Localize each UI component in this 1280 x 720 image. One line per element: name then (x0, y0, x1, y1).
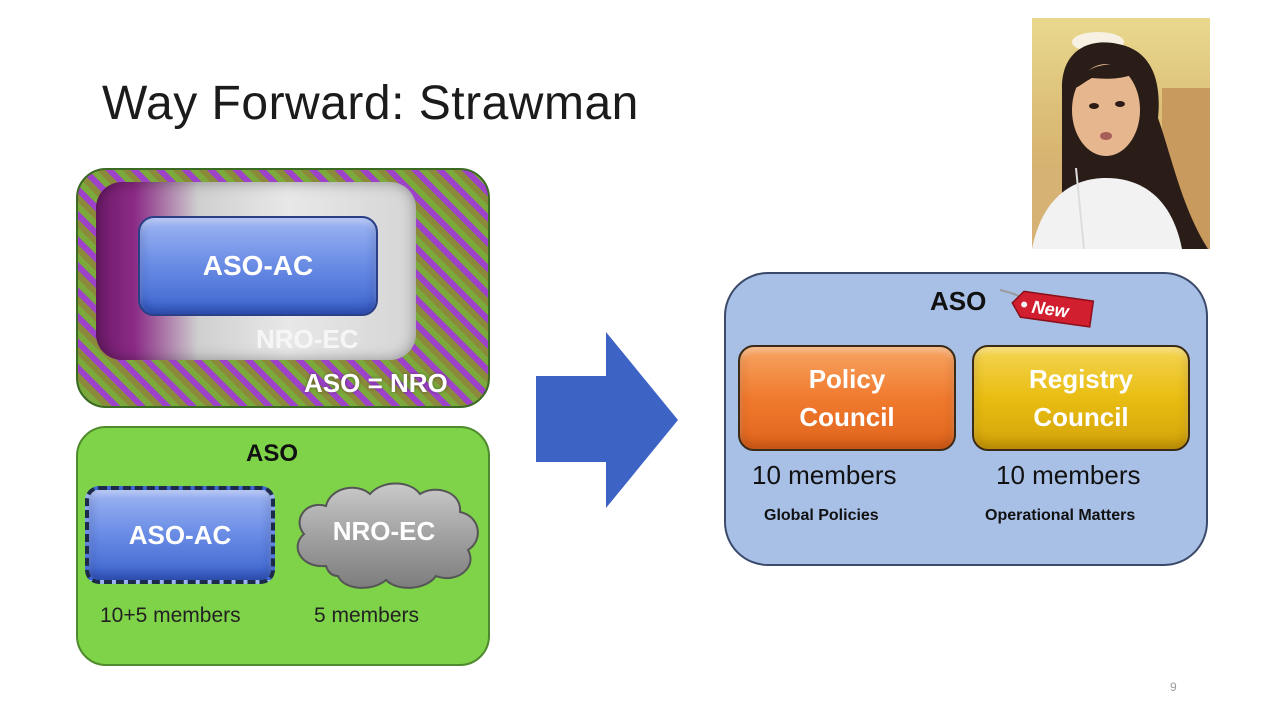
aso-green-title: ASO (246, 440, 299, 467)
page-number: 9 (1170, 680, 1177, 694)
policy-council-box: Policy Council (738, 345, 956, 451)
registry-council-members: 10 members (996, 460, 1141, 490)
aso-ac-box-bottom: ASO-AC (85, 486, 275, 584)
aso-ac-members: 10+5 members (100, 604, 241, 627)
presenter-webcam (1032, 18, 1210, 249)
registry-council-line1: Registry (1028, 364, 1134, 394)
nro-ec-cloud-label: NRO-EC (332, 516, 436, 546)
registry-council-scope: Operational Matters (985, 507, 1136, 524)
policy-council-members: 10 members (752, 460, 897, 490)
presenter-silhouette-icon (1032, 32, 1210, 249)
policy-council-line2: Council (799, 402, 895, 432)
new-tag-icon: New (999, 289, 1095, 328)
policy-council-line1: Policy (808, 364, 886, 394)
right-arrow-icon (536, 332, 678, 508)
nro-ec-members: 5 members (314, 604, 420, 627)
aso-equals-nro-label: ASO = NRO (304, 368, 448, 398)
nro-ec-cloud-shape (296, 482, 479, 589)
slide-title: Way Forward: Strawman (102, 77, 639, 130)
aso-ac-box-top: ASO-AC (138, 216, 378, 316)
nro-ec-label-top: NRO-EC (256, 324, 359, 354)
aso-new-title: ASO (930, 286, 987, 316)
policy-council-scope: Global Policies (764, 507, 879, 524)
registry-council-line2: Council (1033, 402, 1129, 432)
registry-council-box: Registry Council (972, 345, 1190, 451)
